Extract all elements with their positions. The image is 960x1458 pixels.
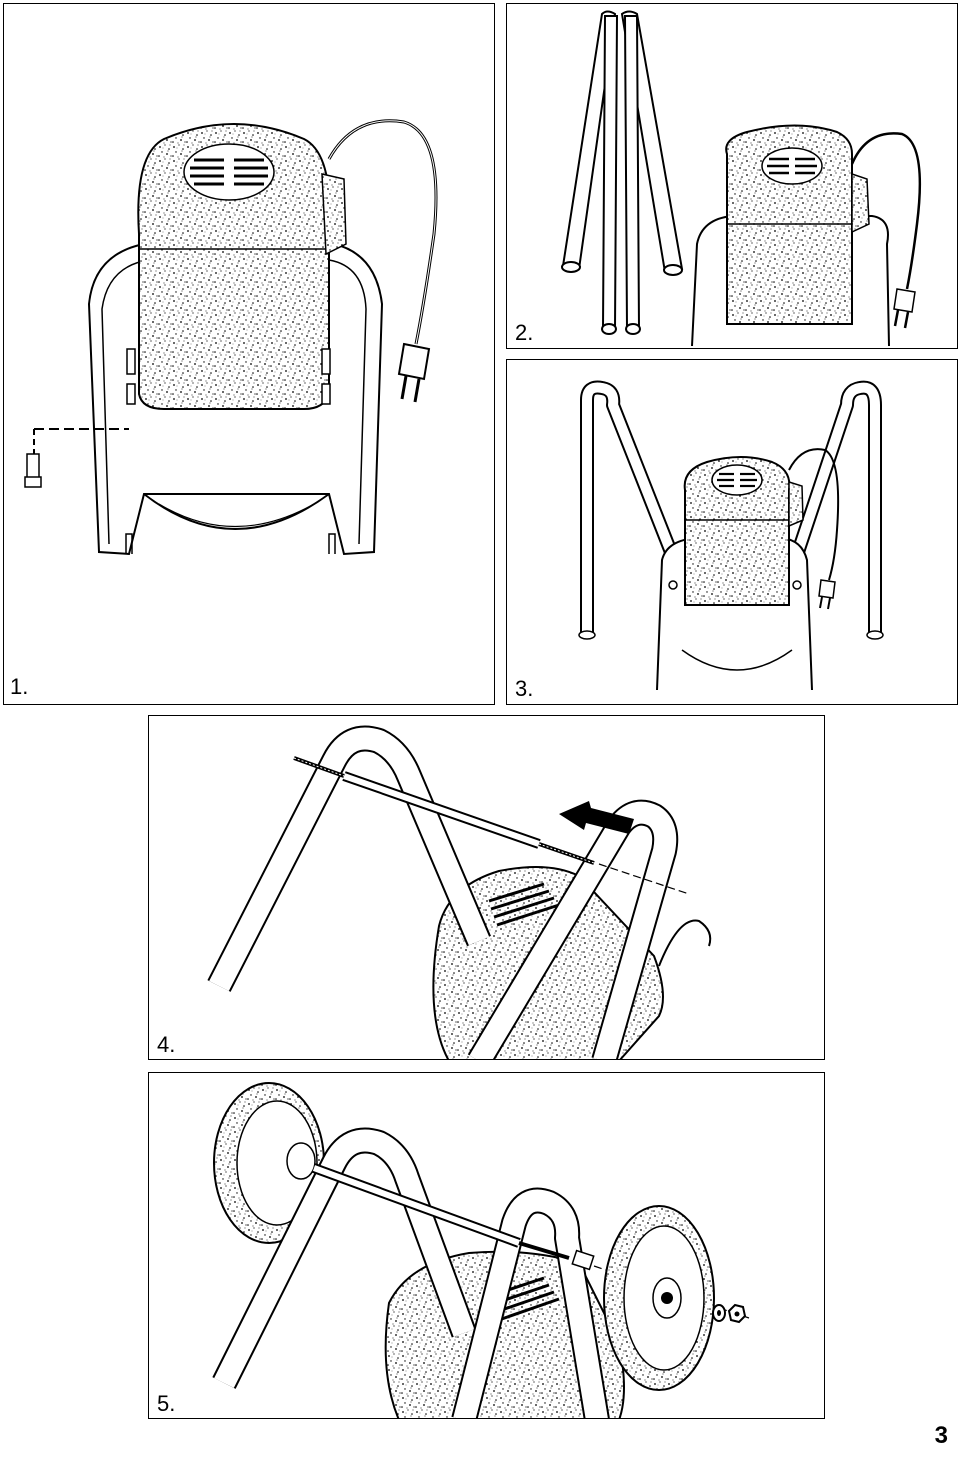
vent-grille xyxy=(488,882,560,927)
step-3-illustration xyxy=(578,380,884,691)
step-label: 1. xyxy=(10,674,29,699)
power-plug-icon xyxy=(818,579,836,610)
power-plug-icon xyxy=(893,288,916,329)
step-2-illustration xyxy=(561,10,922,347)
step-5-panel: 5. xyxy=(148,1072,825,1419)
step-1-illustration xyxy=(24,119,438,556)
wheel-left xyxy=(213,1082,325,1244)
step-label: 4. xyxy=(157,1032,176,1057)
power-plug-icon xyxy=(397,342,431,403)
step-2-panel: 2. xyxy=(506,3,958,349)
step-3-panel: 3. xyxy=(506,359,958,705)
step-label: 2. xyxy=(515,320,534,345)
nut-icon xyxy=(727,1303,747,1324)
page-number: 3 xyxy=(934,1422,948,1449)
step-4-illustration xyxy=(207,725,712,1059)
washer-icon xyxy=(712,1304,726,1322)
step-label: 3. xyxy=(515,676,534,701)
handle-tube-left xyxy=(561,10,619,335)
vent-grille xyxy=(183,143,275,201)
screw-icon xyxy=(24,453,42,488)
step-5-illustration xyxy=(212,1082,750,1418)
cross-bar xyxy=(293,756,690,895)
step-label: 5. xyxy=(157,1391,176,1416)
step-1-panel: 1. xyxy=(3,3,495,705)
arrow-left-icon xyxy=(559,801,634,834)
wheel-right xyxy=(603,1205,715,1391)
step-4-panel: 4. xyxy=(148,715,825,1060)
handle-tube-right xyxy=(620,10,684,335)
